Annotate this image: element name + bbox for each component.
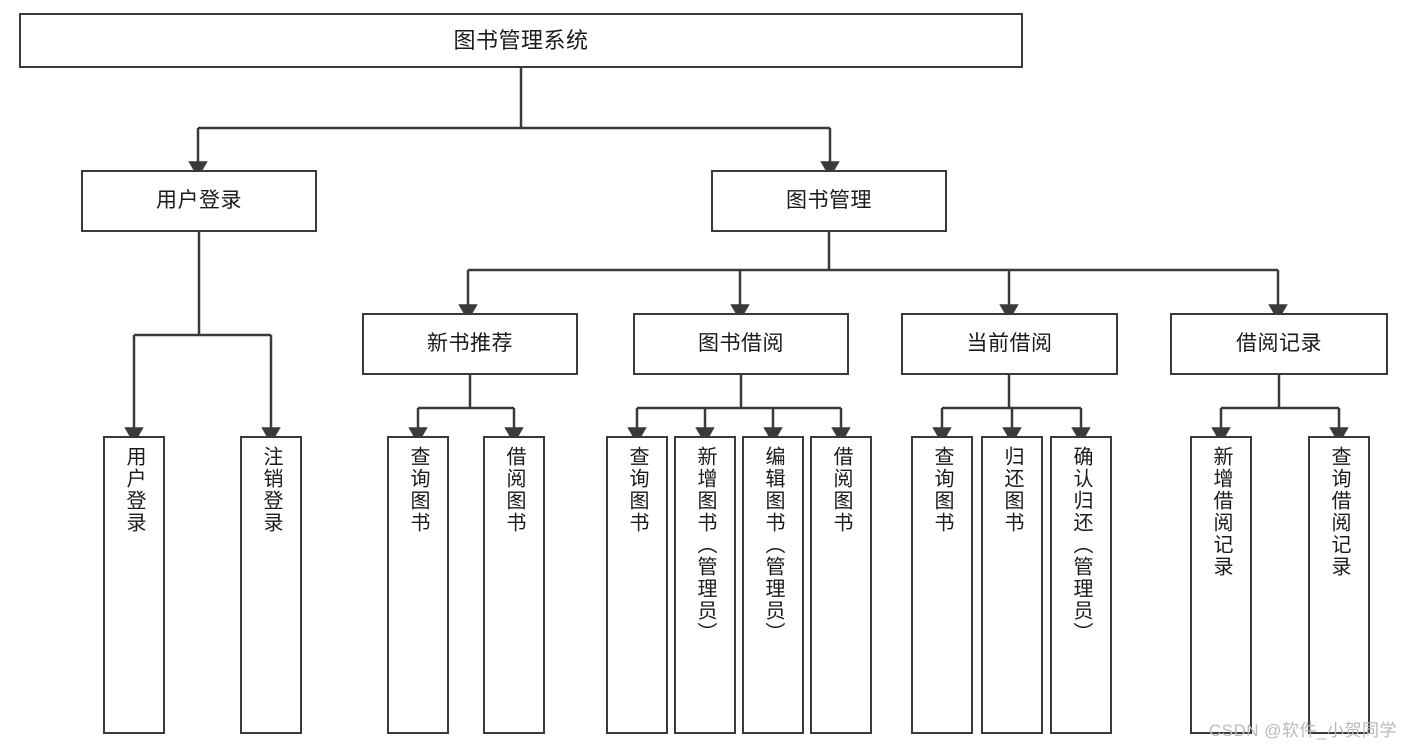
node-label: 查询图书 xyxy=(931,446,953,534)
node-label: 用户登录 xyxy=(123,446,145,534)
node-root[interactable]: 图书管理系统 xyxy=(19,13,1023,68)
node-label: 归还图书 xyxy=(1001,446,1023,534)
node-label: 借阅记录 xyxy=(1236,331,1322,355)
node-book-borrow[interactable]: 图书借阅 xyxy=(633,313,849,375)
node-leaf-query-book-2[interactable]: 查询图书 xyxy=(606,436,668,734)
node-leaf-confirm-return[interactable]: 确认归还（管理员） xyxy=(1050,436,1112,734)
node-leaf-add-book[interactable]: 新增图书（管理员） xyxy=(674,436,736,734)
node-leaf-return-book[interactable]: 归还图书 xyxy=(981,436,1043,734)
node-label: 借阅图书 xyxy=(503,446,525,534)
node-leaf-logout[interactable]: 注销登录 xyxy=(240,436,302,734)
node-label: 新增图书（管理员） xyxy=(694,446,716,644)
node-label: 注销登录 xyxy=(260,446,282,534)
node-book-manage[interactable]: 图书管理 xyxy=(711,170,947,232)
node-label: 查询图书 xyxy=(407,446,429,534)
node-user-login[interactable]: 用户登录 xyxy=(81,170,317,232)
node-leaf-add-record[interactable]: 新增借阅记录 xyxy=(1190,436,1252,734)
node-borrow-record[interactable]: 借阅记录 xyxy=(1170,313,1388,375)
node-leaf-borrow-book-1[interactable]: 借阅图书 xyxy=(483,436,545,734)
node-leaf-query-book-3[interactable]: 查询图书 xyxy=(911,436,973,734)
node-label: 借阅图书 xyxy=(830,446,852,534)
node-label: 查询图书 xyxy=(626,446,648,534)
node-leaf-query-record[interactable]: 查询借阅记录 xyxy=(1308,436,1370,734)
node-new-book-recommend[interactable]: 新书推荐 xyxy=(362,313,578,375)
node-leaf-user-login[interactable]: 用户登录 xyxy=(103,436,165,734)
node-leaf-edit-book[interactable]: 编辑图书（管理员） xyxy=(742,436,804,734)
node-current-borrow[interactable]: 当前借阅 xyxy=(901,313,1118,375)
node-leaf-borrow-book-2[interactable]: 借阅图书 xyxy=(810,436,872,734)
node-label: 新增借阅记录 xyxy=(1210,446,1232,578)
node-label: 图书管理 xyxy=(786,188,872,212)
node-label: 编辑图书（管理员） xyxy=(762,446,784,644)
node-label: 确认归还（管理员） xyxy=(1070,446,1092,644)
node-label: 图书借阅 xyxy=(698,331,784,355)
watermark-text: CSDN @软件_小贺同学 xyxy=(1208,721,1397,740)
node-label: 新书推荐 xyxy=(427,331,513,355)
node-label: 查询借阅记录 xyxy=(1328,446,1350,578)
node-leaf-query-book-1[interactable]: 查询图书 xyxy=(387,436,449,734)
node-label: 当前借阅 xyxy=(966,331,1053,355)
node-label: 用户登录 xyxy=(156,188,242,212)
node-label: 图书管理系统 xyxy=(453,27,589,53)
